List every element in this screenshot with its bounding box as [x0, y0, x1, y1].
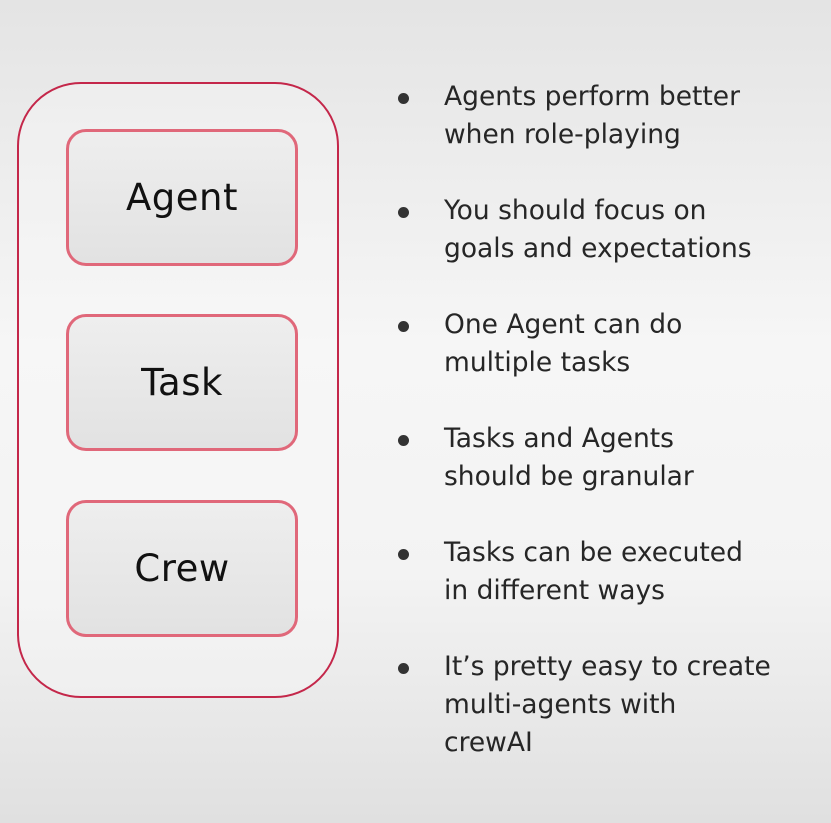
bullet-line: Tasks and Agents [444, 423, 674, 454]
task-box: Task [66, 314, 298, 451]
bullet-multiple-tasks: One Agent can do multiple tasks [395, 306, 825, 382]
task-label: Task [141, 361, 223, 404]
bullet-line: Tasks can be executed [444, 537, 743, 568]
bullet-execution: Tasks can be executed in different ways [395, 534, 825, 610]
crew-label: Crew [134, 547, 230, 590]
bullet-line: One Agent can do [444, 309, 683, 340]
bullet-granular: Tasks and Agents should be granular [395, 420, 825, 496]
agent-label: Agent [125, 176, 239, 219]
bullet-role-playing: Agents perform better when role-playing [395, 78, 825, 154]
bullet-list: Agents perform better when role-playing … [395, 78, 825, 800]
bullet-line: It’s pretty easy to create [444, 651, 771, 682]
bullet-line: multiple tasks [444, 347, 631, 378]
bullet-line: You should focus on [444, 195, 707, 226]
agent-box: Agent [66, 129, 298, 266]
bullet-line: in different ways [444, 575, 665, 606]
bullet-line: goals and expectations [444, 233, 752, 264]
crew-box: Crew [66, 500, 298, 637]
bullet-crewai: It’s pretty easy to create multi-agents … [395, 648, 825, 762]
bullet-line: multi-agents with [444, 689, 677, 720]
bullet-line: Agents perform better [444, 81, 741, 112]
bullet-line: crewAI [444, 727, 533, 758]
bullet-goals: You should focus on goals and expectatio… [395, 192, 825, 268]
bullet-line: when role-playing [444, 119, 681, 150]
bullet-line: should be granular [444, 461, 694, 492]
